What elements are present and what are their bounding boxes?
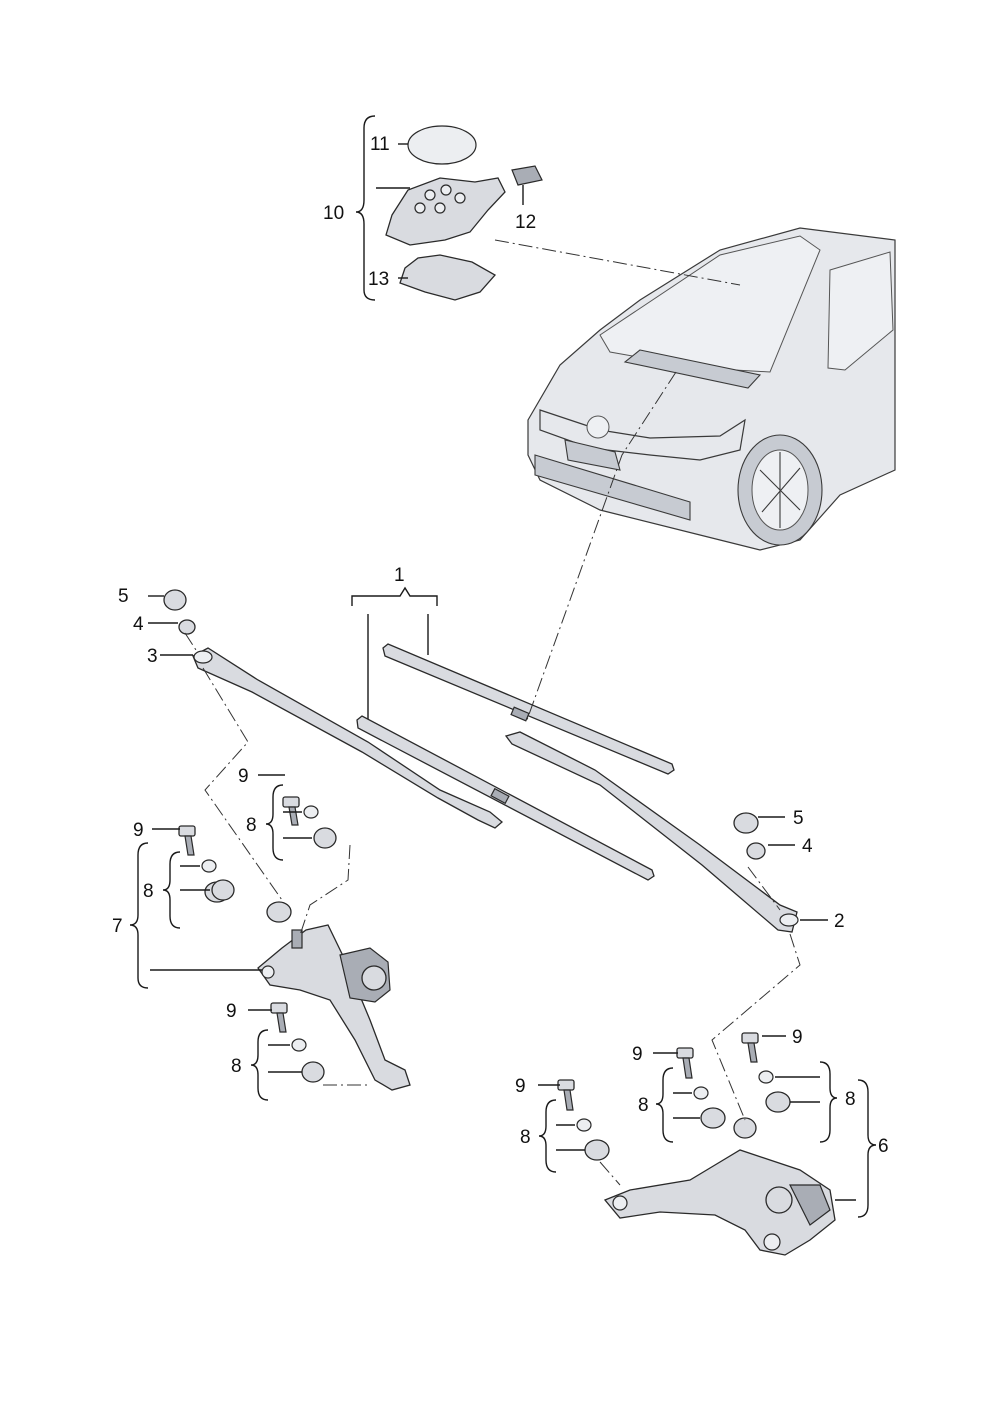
callout-4-right: 4 — [802, 836, 813, 857]
wiper-arms — [192, 647, 799, 933]
left-hardware — [162, 784, 337, 1101]
right-hardware — [538, 1032, 838, 1173]
right-wiper-motor-assembly — [603, 1079, 877, 1256]
motor-bracket-left — [257, 924, 411, 1091]
callout-9-c: 9 — [226, 1001, 237, 1022]
callout-8-d: 8 — [845, 1089, 856, 1110]
callout-10: 10 — [323, 203, 344, 224]
callout-8-e: 8 — [638, 1095, 649, 1116]
callout-9-a: 9 — [238, 766, 249, 787]
callout-6: 6 — [878, 1136, 889, 1157]
sensor-connector — [511, 165, 543, 186]
callout-9-e: 9 — [632, 1044, 643, 1065]
callout-9-b: 9 — [133, 820, 144, 841]
rain-sensor-housing — [385, 177, 506, 246]
wiper-blade-passenger — [382, 643, 675, 775]
callout-5-left: 5 — [118, 586, 129, 607]
wiper-blades — [351, 586, 675, 881]
callout-labels: 11 10 12 13 1 5 4 3 9 8 9 8 7 9 8 5 4 2 … — [112, 134, 889, 1157]
sensor-gel-pad — [407, 125, 477, 165]
callout-3: 3 — [147, 646, 158, 667]
arm-caps-nuts — [163, 589, 766, 860]
cap-right — [733, 812, 759, 834]
callout-12: 12 — [515, 212, 536, 233]
left-wiper-motor-assembly — [129, 842, 411, 1091]
callout-1: 1 — [394, 565, 405, 586]
callout-9-d: 9 — [792, 1027, 803, 1048]
leader-lines — [148, 595, 828, 1086]
callout-2: 2 — [834, 911, 845, 932]
callout-9-f: 9 — [515, 1076, 526, 1097]
cap-left — [163, 589, 187, 611]
nut-left — [178, 619, 196, 635]
callout-13: 13 — [368, 269, 389, 290]
nut-right — [746, 842, 766, 860]
callout-8-a: 8 — [246, 815, 257, 836]
wiper-arm-driver — [192, 647, 504, 829]
callout-4-left: 4 — [133, 614, 144, 635]
callout-7: 7 — [112, 916, 123, 937]
callout-8-f: 8 — [520, 1127, 531, 1148]
callout-5-right: 5 — [793, 808, 804, 829]
locator-lines — [184, 239, 801, 1186]
callout-8-b: 8 — [143, 881, 154, 902]
callout-11: 11 — [370, 134, 390, 155]
motor-bracket-right — [603, 1149, 836, 1256]
callout-8-c: 8 — [231, 1056, 242, 1077]
rain-sensor-assembly — [355, 115, 543, 301]
car-illustration — [527, 227, 896, 551]
sensor-bracket — [399, 254, 497, 301]
